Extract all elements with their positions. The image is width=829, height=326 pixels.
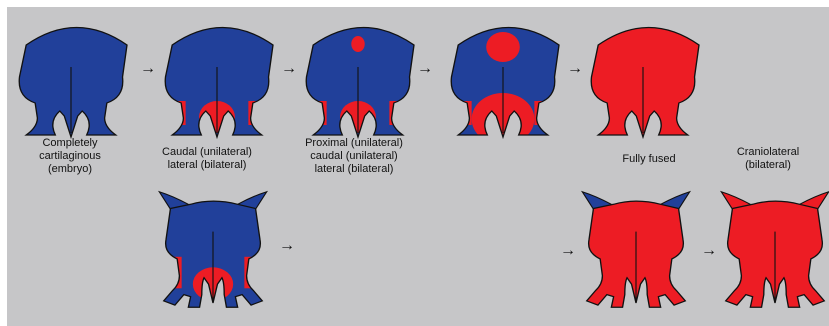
arrow-2-3: → xyxy=(281,61,297,77)
figure-stage-1-body xyxy=(19,28,127,138)
diagram-panel: Completely cartilaginous (embryo) Caudal… xyxy=(7,7,829,326)
stage-3-label: Proximal (unilateral) caudal (unilateral… xyxy=(289,137,419,176)
figure-lower-1 xyxy=(157,192,269,307)
arrow-lower-2: → xyxy=(560,243,576,259)
lower-stage-2-label: Fully fused xyxy=(594,153,704,166)
lower-stage-3-label: Craniolateral (bilateral) xyxy=(713,146,823,172)
arrow-3-4: → xyxy=(417,61,433,77)
figure-lower-2 xyxy=(582,192,690,307)
figure-stage-2 xyxy=(161,28,273,138)
arrow-1-2: → xyxy=(140,61,156,77)
figure-stage-5-body xyxy=(591,28,699,138)
stage-2-label: Caudal (unilateral) lateral (bilateral) xyxy=(147,146,267,172)
figure-stage-1 xyxy=(19,28,127,138)
arrow-lower-1: → xyxy=(279,238,295,254)
figure-stage-3-proximal-bone xyxy=(351,36,364,52)
stage-1-label: Completely cartilaginous (embryo) xyxy=(15,137,125,176)
figure-stage-4-proximal-bone xyxy=(486,32,520,62)
figure-stage-3 xyxy=(302,28,414,138)
figure-stage-5 xyxy=(591,28,699,138)
arrow-4-5: → xyxy=(567,61,583,77)
figure-stage-4 xyxy=(447,28,559,146)
arrow-lower-3: → xyxy=(701,243,717,259)
figure-lower-3 xyxy=(721,192,829,307)
